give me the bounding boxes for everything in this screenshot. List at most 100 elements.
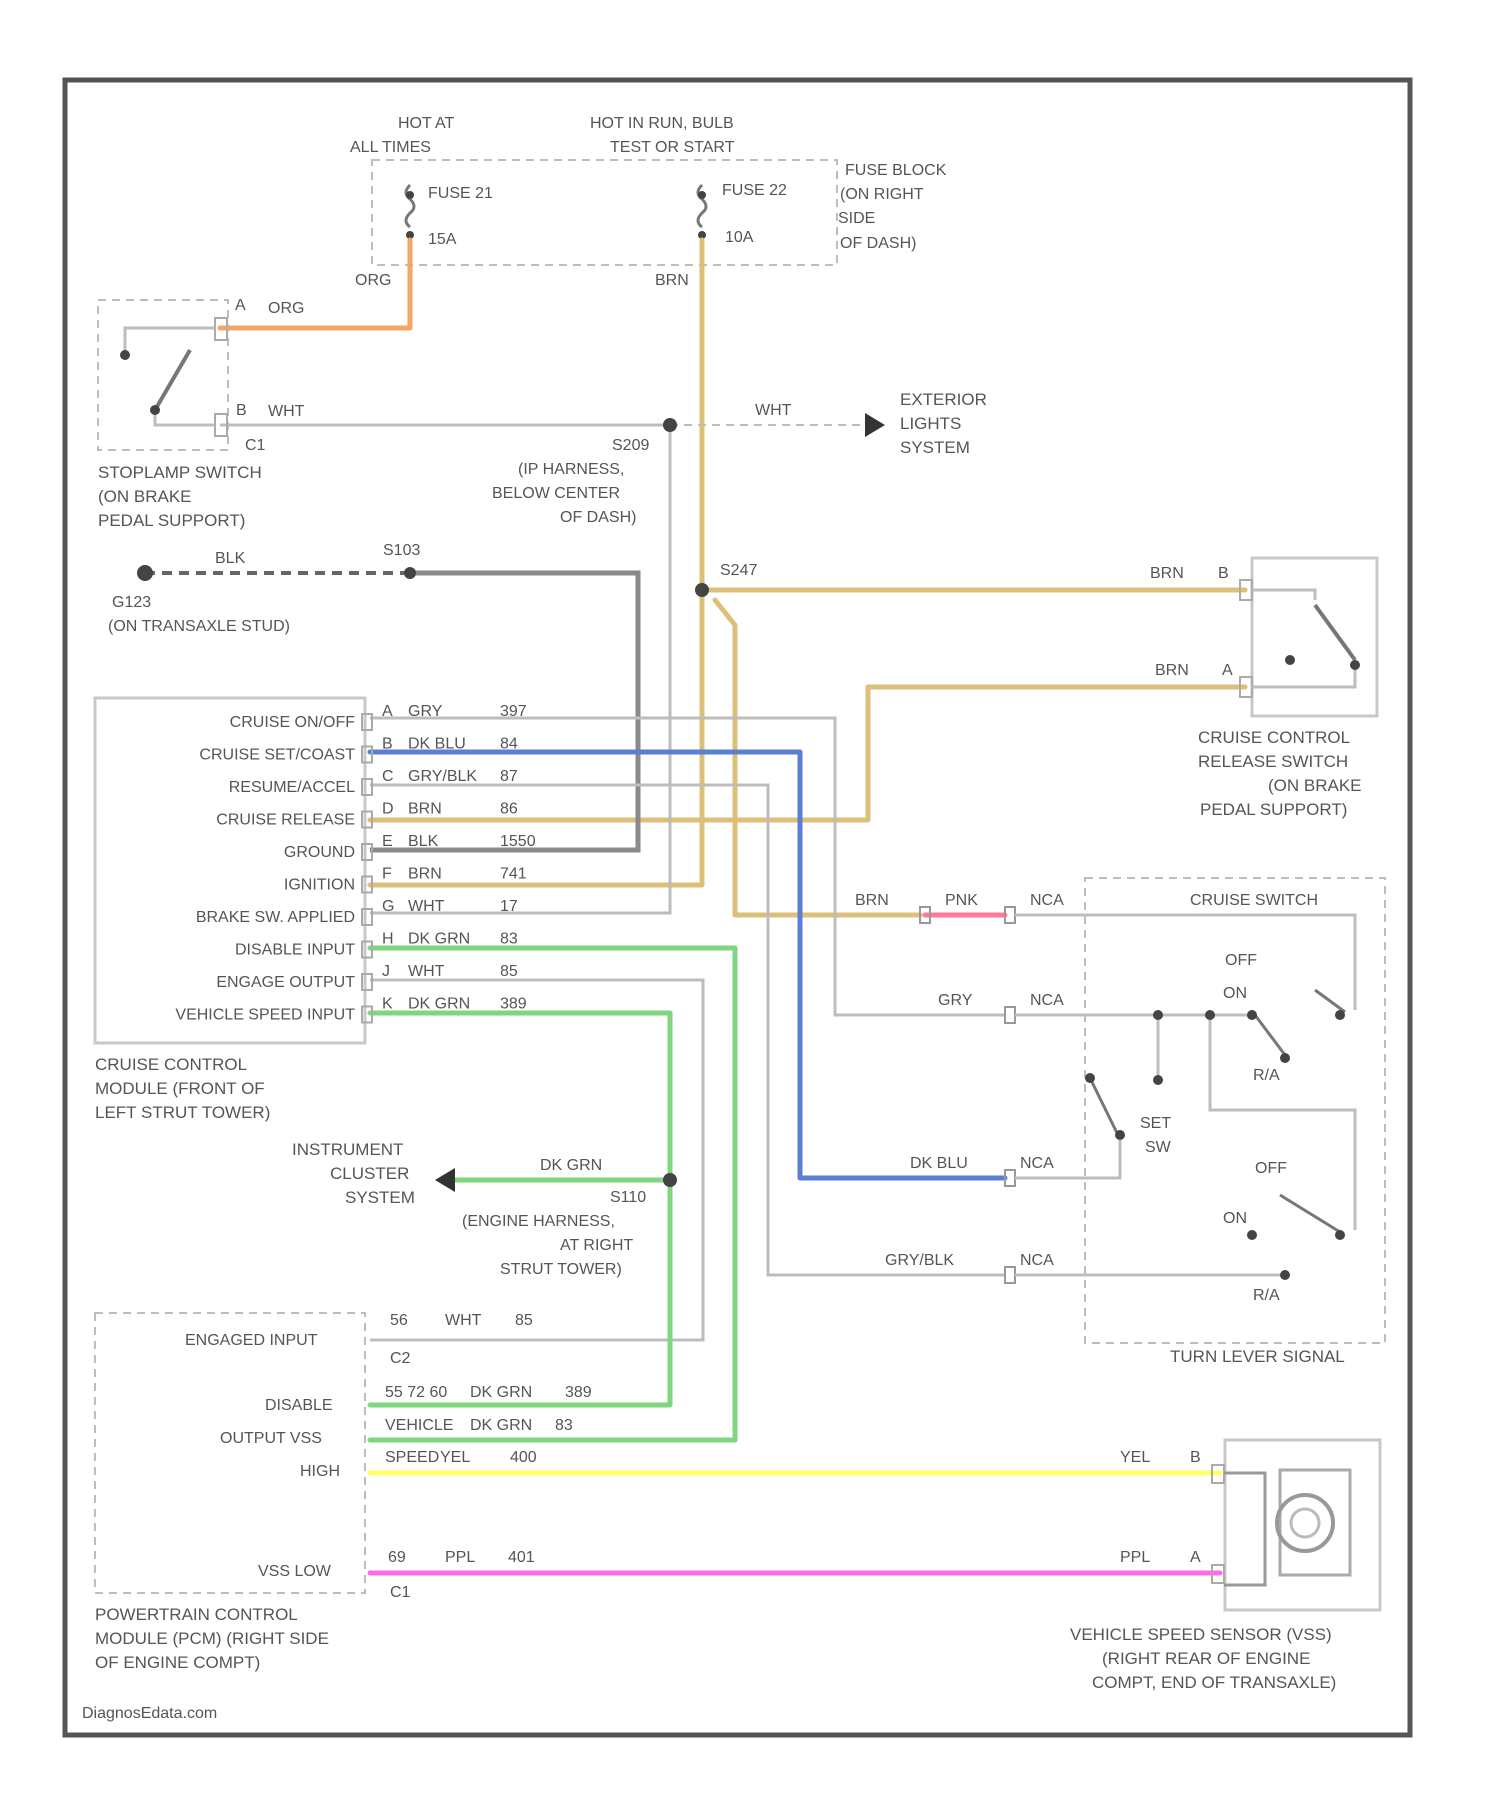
svg-text:R/A: R/A [1253,1287,1280,1304]
ccm-pin-circuit: 84 [500,736,518,753]
svg-text:S209: S209 [612,437,649,454]
svg-text:GRY/BLK: GRY/BLK [885,1252,954,1269]
ccm-pin-circuit: 397 [500,703,527,720]
svg-text:ORG: ORG [268,300,304,317]
svg-text:TURN LEVER SIGNAL: TURN LEVER SIGNAL [1170,1347,1345,1366]
svg-text:PPL: PPL [1120,1549,1150,1566]
cruise-switch: CRUISE SWITCH BRN PNK NCA GRY NCA DK BLU… [855,878,1385,1366]
svg-text:OFF: OFF [1255,1160,1287,1177]
svg-text:HOT IN RUN, BULB: HOT IN RUN, BULB [590,115,734,132]
ccm-pin-wire: BRN [408,866,442,883]
svg-text:SYSTEM: SYSTEM [345,1188,415,1207]
svg-text:S103: S103 [383,542,420,559]
ccm-pin-letter: J [382,963,390,980]
svg-text:A: A [1190,1549,1201,1566]
ccm-pin-name: BRAKE SW. APPLIED [196,909,355,926]
svg-text:A: A [1222,662,1233,679]
svg-text:PEDAL SUPPORT): PEDAL SUPPORT) [98,511,245,530]
svg-text:ON: ON [1223,985,1247,1002]
svg-text:VSS LOW: VSS LOW [258,1563,332,1580]
fuse-block: HOT AT ALL TIMES HOT IN RUN, BULB TEST O… [350,115,947,289]
svg-text:BELOW CENTER: BELOW CENTER [492,485,620,502]
svg-text:56: 56 [390,1312,408,1329]
svg-text:OFF: OFF [1225,952,1257,969]
svg-text:BLK: BLK [215,550,246,567]
svg-text:DK BLU: DK BLU [910,1155,968,1172]
svg-text:FUSE BLOCK: FUSE BLOCK [845,162,947,179]
exterior-lights-label: EXTERIOR LIGHTS SYSTEM [900,390,987,457]
watermark: DiagnosEdata.com [82,1705,217,1722]
svg-text:PNK: PNK [945,892,978,909]
svg-text:15A: 15A [428,231,457,248]
ccm-pin-name: CRUISE SET/COAST [199,747,355,764]
ccm-pin-circuit: 87 [500,768,518,785]
svg-text:B: B [1218,565,1229,582]
svg-text:WHT: WHT [445,1312,482,1329]
svg-text:LEFT STRUT TOWER): LEFT STRUT TOWER) [95,1103,270,1122]
svg-text:RELEASE SWITCH: RELEASE SWITCH [1198,752,1348,771]
svg-text:A: A [235,297,246,314]
svg-text:ENGAGED INPUT: ENGAGED INPUT [185,1332,318,1349]
svg-text:R/A: R/A [1253,1067,1280,1084]
svg-text:BRN: BRN [1155,662,1189,679]
ccm-pin-name: DISABLE INPUT [235,942,355,959]
svg-text:(ON BRAKE: (ON BRAKE [98,487,192,506]
ccm-pin-row: IGNITIONFBRN741 [284,866,527,894]
svg-text:C2: C2 [390,1350,411,1367]
ccm-pin-wire: DK GRN [408,931,470,948]
svg-text:BRN: BRN [1150,565,1184,582]
ccm-pin-letter: E [382,833,393,850]
svg-text:STRUT TOWER): STRUT TOWER) [500,1261,622,1278]
ccm-pin-name: VEHICLE SPEED INPUT [175,1007,355,1024]
vehicle-speed-sensor: YEL B PPL A VEHICLE SPEED SENSOR (VSS) (… [1070,1440,1380,1692]
svg-text:BRN: BRN [855,892,889,909]
svg-text:C1: C1 [390,1584,411,1601]
svg-text:OF DASH): OF DASH) [840,235,916,252]
svg-text:WHT: WHT [268,403,305,420]
ccm-pin-wire: DK GRN [408,996,470,1013]
splice-s110 [663,1173,677,1187]
ccm-pin-circuit: 1550 [500,833,536,850]
exterior-lights-arrow [865,413,885,437]
svg-text:69: 69 [388,1549,406,1566]
wire-dkgrn-disable [370,948,735,1440]
svg-text:AT RIGHT: AT RIGHT [560,1237,633,1254]
svg-text:(IP HARNESS,: (IP HARNESS, [518,461,624,478]
splice-s247 [695,583,709,597]
svg-text:WHT: WHT [755,402,792,419]
svg-text:FUSE 22: FUSE 22 [722,182,787,199]
svg-text:OF DASH): OF DASH) [560,509,636,526]
svg-text:CRUISE SWITCH: CRUISE SWITCH [1190,892,1318,909]
splice-s247-label: S247 [720,562,757,579]
ccm-pin-wire: DK BLU [408,736,466,753]
svg-text:NCA: NCA [1020,1252,1054,1269]
svg-text:CLUSTER: CLUSTER [330,1164,409,1183]
ccm-pin-letter: H [382,931,394,948]
splice-s110-label: S110 (ENGINE HARNESS, AT RIGHT STRUT TOW… [462,1189,646,1278]
ccm-pin-name: ENGAGE OUTPUT [216,974,355,991]
ccm-pin-name: CRUISE RELEASE [216,812,355,829]
wire-gry-blk [370,785,1005,1275]
svg-text:G123: G123 [112,594,151,611]
svg-text:NCA: NCA [1030,892,1064,909]
svg-text:OF ENGINE COMPT): OF ENGINE COMPT) [95,1653,260,1672]
svg-text:STOPLAMP SWITCH: STOPLAMP SWITCH [98,463,262,482]
svg-text:MODULE (FRONT OF: MODULE (FRONT OF [95,1079,265,1098]
svg-text:BRN: BRN [655,272,689,289]
svg-text:(ON TRANSAXLE STUD): (ON TRANSAXLE STUD) [108,618,290,635]
svg-text:SPEED: SPEED [385,1449,439,1466]
svg-text:S110: S110 [610,1189,646,1206]
ccm-pin-letter: G [382,898,394,915]
svg-text:CRUISE CONTROL: CRUISE CONTROL [1198,728,1350,747]
svg-text:HOT AT: HOT AT [398,115,455,132]
svg-text:ORG: ORG [355,272,391,289]
svg-text:INSTRUMENT: INSTRUMENT [292,1140,403,1159]
svg-text:DISABLE: DISABLE [265,1397,333,1414]
ccm-pin-circuit: 17 [500,898,518,915]
svg-text:85: 85 [515,1312,533,1329]
ccm-pin-row: DISABLE INPUTHDK GRN83 [235,931,518,959]
svg-text:DK GRN: DK GRN [540,1157,602,1174]
wire-brn-ignition [370,240,702,885]
